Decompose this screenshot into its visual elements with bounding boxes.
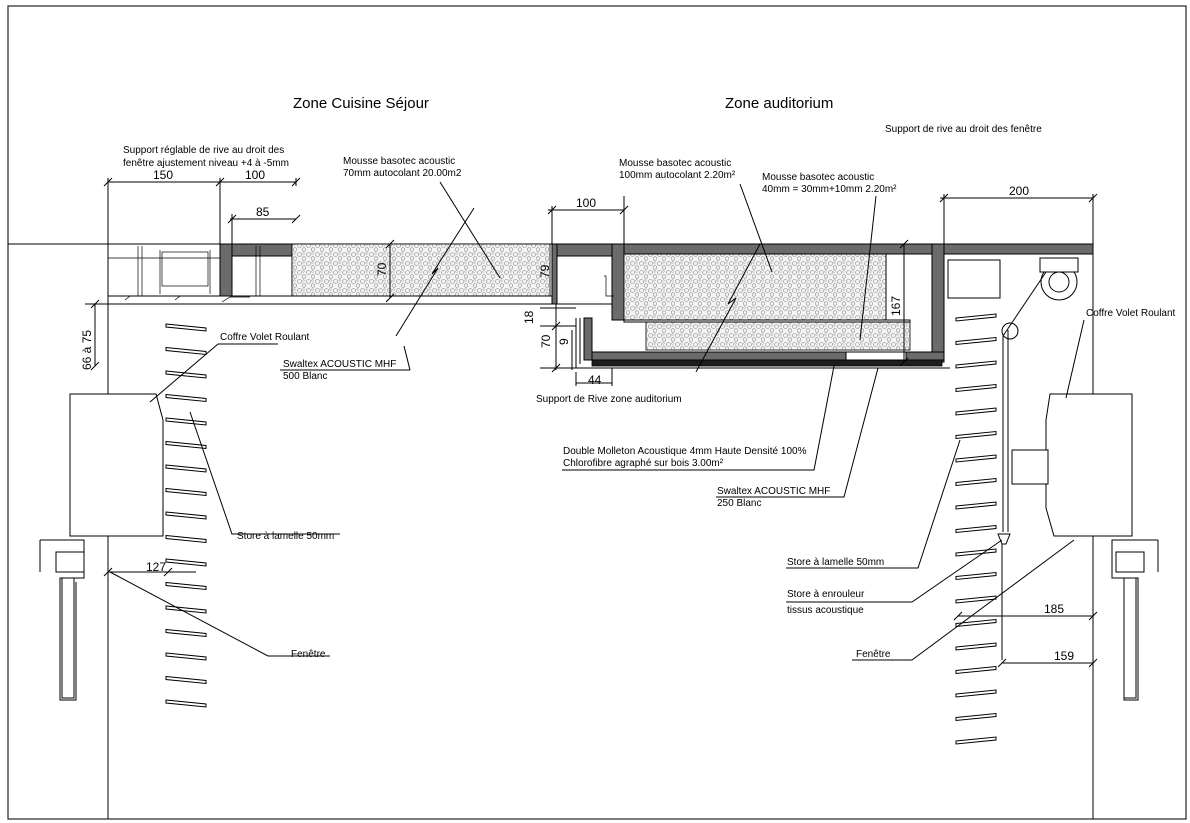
blind-slat-right	[955, 689, 997, 698]
foam-70mm-panel	[291, 243, 551, 299]
dimension-lines	[85, 177, 1098, 668]
roller-box-right	[947, 257, 1079, 660]
label-store-lamelle-left: Store à lamelle 50mm	[237, 531, 334, 542]
label-mousse-40-line1: Mousse basotec acoustic	[762, 172, 874, 183]
dim-70-left: 70	[375, 262, 389, 276]
blind-slat-right	[955, 571, 997, 581]
blind-slat-right	[955, 407, 997, 416]
dim-127: 127	[146, 560, 166, 574]
label-swaltex-500-line1: Swaltex ACOUSTIC MHF	[283, 359, 396, 370]
left-ceiling-assembly	[107, 243, 553, 305]
label-support-reglable-line1: Support réglable de rive au droit des	[123, 145, 284, 156]
right-window-assembly	[1011, 393, 1159, 701]
label-swaltex-250-line1: Swaltex ACOUSTIC MHF	[717, 486, 830, 497]
dim-100-left: 100	[245, 168, 265, 182]
foam-100mm-panel	[623, 243, 887, 321]
blind-slat-right	[955, 736, 997, 745]
dim-85: 85	[256, 205, 270, 219]
label-molleton-line1: Double Molleton Acoustique 4mm Haute Den…	[563, 446, 807, 457]
blind-slat-right	[955, 524, 997, 534]
label-mousse-70-line2: 70mm autocolant 20.00m2	[343, 168, 462, 179]
foam-40mm-panel	[645, 321, 911, 351]
label-fenetre-right: Fenêtre	[856, 649, 891, 660]
blind-slat-left	[165, 346, 207, 356]
blind-slat-right	[955, 360, 997, 369]
right-ceiling-assembly	[551, 243, 1094, 369]
blind-slat-left	[165, 605, 207, 614]
label-mousse-100-line1: Mousse basotec acoustic	[619, 158, 731, 169]
drawing-border	[7, 5, 1187, 820]
dim-44: 44	[588, 373, 602, 387]
dim-150: 150	[153, 168, 173, 182]
label-mousse-100-line2: 100mm autocolant 2.20m²	[619, 170, 736, 181]
dim-167: 167	[889, 296, 903, 316]
dim-18: 18	[522, 310, 536, 324]
blind-slat-right	[955, 665, 997, 675]
blind-slat-left	[165, 464, 207, 473]
dim-159: 159	[1054, 649, 1074, 663]
label-mousse-70-line1: Mousse basotec acoustic	[343, 156, 455, 167]
label-mousse-40-line2: 40mm = 30mm+10mm 2.20m²	[762, 184, 897, 195]
lamella-blind-left	[165, 323, 207, 708]
blind-slat-right	[955, 548, 997, 557]
label-fenetre-left: Fenêtre	[291, 649, 326, 660]
blind-slat-left	[165, 652, 207, 661]
blind-slat-right	[955, 454, 997, 463]
blind-slat-right	[955, 313, 997, 322]
blind-slat-left	[165, 417, 207, 426]
blind-slat-right	[955, 595, 997, 604]
label-support-rive-auditorium: Support de Rive zone auditorium	[536, 394, 682, 405]
label-swaltex-500-line2: 500 Blanc	[283, 371, 327, 382]
blind-slat-right	[955, 501, 997, 510]
blind-slat-right	[955, 642, 997, 651]
dim-185: 185	[1044, 602, 1064, 616]
leader-lines	[109, 181, 1085, 661]
dim-70-mid: 70	[539, 334, 553, 348]
blind-slat-left	[165, 440, 207, 450]
lamella-blind-right	[955, 313, 997, 745]
label-coffre-left: Coffre Volet Roulant	[220, 332, 310, 343]
label-support-reglable-line2: fenêtre ajustement niveau +4 à -5mm	[123, 158, 289, 169]
label-molleton-line2: Chlorofibre agraphé sur bois 3.00m²	[563, 458, 724, 469]
dim-200: 200	[1009, 184, 1029, 198]
label-swaltex-250-line2: 250 Blanc	[717, 498, 761, 509]
dim-9: 9	[557, 338, 571, 345]
dim-66-75: 66 à 75	[80, 330, 94, 370]
blind-slat-left	[165, 628, 207, 638]
blind-slat-left	[165, 511, 207, 520]
left-window-assembly	[39, 393, 164, 701]
label-coffre-right: Coffre Volet Roulant	[1086, 308, 1176, 319]
blind-slat-left	[165, 487, 207, 497]
dim-79: 79	[538, 264, 552, 278]
heading-zone-auditorium: Zone auditorium	[725, 95, 833, 112]
blind-slat-left	[165, 675, 207, 685]
label-store-enrouleur-line2: tissus acoustique	[787, 605, 864, 616]
label-store-enrouleur-line1: Store à enrouleur	[787, 589, 865, 600]
blind-slat-right	[955, 477, 997, 487]
blind-slat-right	[955, 336, 997, 346]
blind-slat-left	[165, 581, 207, 591]
dim-100-mid: 100	[576, 196, 596, 210]
blind-slat-left	[165, 534, 207, 544]
heading-zone-cuisine-sejour: Zone Cuisine Séjour	[293, 95, 429, 112]
blind-slat-left	[165, 323, 207, 332]
blind-slat-left	[165, 558, 207, 567]
blind-slat-right	[955, 618, 997, 628]
blind-slat-right	[955, 383, 997, 393]
blind-slat-right	[955, 430, 997, 440]
label-store-lamelle-right: Store à lamelle 50mm	[787, 557, 884, 568]
blind-slat-left	[165, 699, 207, 708]
blind-slat-right	[955, 712, 997, 722]
blind-slat-left	[165, 370, 207, 379]
label-support-rive-fenetre: Support de rive au droit des fenêtre	[885, 124, 1042, 135]
blind-slat-left	[165, 393, 207, 403]
